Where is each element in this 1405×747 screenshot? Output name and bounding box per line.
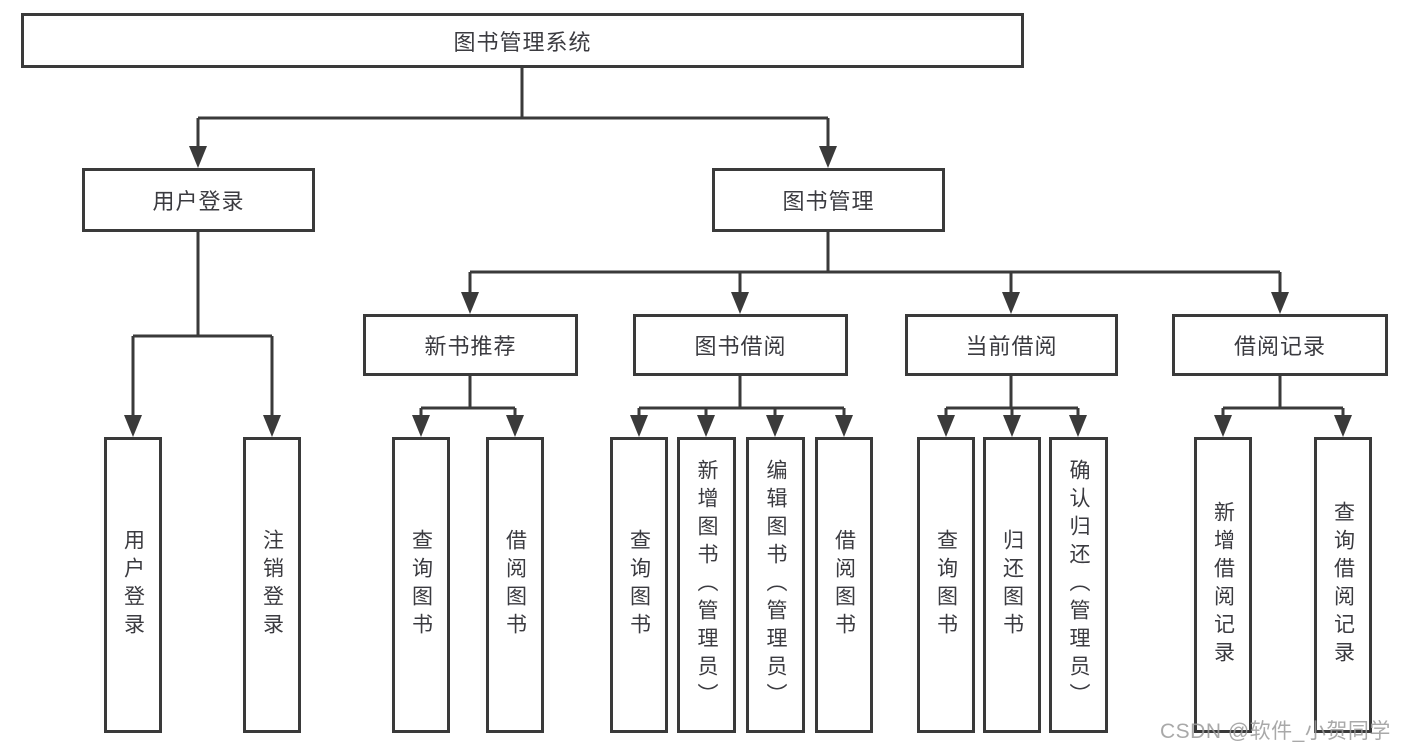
leaf-query-books-current-label: 查询图书 (934, 529, 958, 641)
node-new-book-recommend-label: 新书推荐 (424, 334, 517, 359)
node-borrowing-records: 借阅记录 (1172, 314, 1388, 376)
csdn-watermark: CSDN @软件_小贺同学 (1160, 720, 1391, 743)
node-user-login: 用户登录 (82, 168, 315, 232)
arrow-head (1271, 292, 1289, 314)
arrow-head (412, 415, 430, 437)
connector-newbook-to-leaves (419, 376, 517, 419)
leaf-query-books-borrow-label: 查询图书 (627, 529, 651, 641)
arrow-head (506, 415, 524, 437)
leaf-user-login-label: 用户登录 (121, 529, 145, 641)
arrow-head (630, 415, 648, 437)
arrow-head (124, 415, 142, 437)
leaf-add-borrow-record-label: 新增借阅记录 (1211, 501, 1235, 669)
connector-current-to-leaves (944, 376, 1080, 419)
node-book-borrowing-label: 图书借阅 (694, 334, 787, 359)
leaf-logout: 注销登录 (243, 437, 301, 733)
leaf-query-borrow-record: 查询借阅记录 (1314, 437, 1372, 733)
arrow-head (1002, 292, 1020, 314)
connector-records-to-leaves (1221, 376, 1345, 419)
node-current-borrowing: 当前借阅 (905, 314, 1118, 376)
arrow-head (461, 292, 479, 314)
leaf-return-books-label: 归还图书 (1000, 529, 1024, 641)
leaf-add-books-admin-label: 新增图书（管理员） (695, 459, 718, 711)
node-user-login-label: 用户登录 (152, 189, 245, 214)
arrow-head (263, 415, 281, 437)
arrow-head (697, 415, 715, 437)
connector-borrow-to-leaves (637, 376, 846, 419)
arrow-head (731, 292, 749, 314)
leaf-query-books-recommend: 查询图书 (392, 437, 450, 733)
arrow-head (1003, 415, 1021, 437)
connector-mgmt-to-level3 (468, 232, 1282, 296)
leaf-borrow-books-recommend-label: 借阅图书 (503, 529, 527, 641)
node-root: 图书管理系统 (21, 13, 1024, 68)
node-new-book-recommend: 新书推荐 (363, 314, 578, 376)
leaf-add-borrow-record: 新增借阅记录 (1194, 437, 1252, 733)
node-book-borrowing: 图书借阅 (633, 314, 848, 376)
node-current-borrowing-label: 当前借阅 (965, 334, 1058, 359)
arrow-head (819, 146, 837, 168)
arrow-head (1069, 415, 1087, 437)
leaf-borrow-books-recommend: 借阅图书 (486, 437, 544, 733)
connector-login-to-leaves (131, 232, 274, 419)
leaf-query-borrow-record-label: 查询借阅记录 (1331, 501, 1355, 669)
arrow-head (937, 415, 955, 437)
node-borrowing-records-label: 借阅记录 (1233, 334, 1326, 359)
leaf-confirm-return-admin: 确认归还（管理员） (1049, 437, 1108, 733)
leaf-return-books: 归还图书 (983, 437, 1041, 733)
leaf-borrow-books-label: 借阅图书 (832, 529, 856, 641)
connector-root-to-level2 (196, 68, 830, 150)
arrow-head (1214, 415, 1232, 437)
node-book-management-label: 图书管理 (782, 189, 875, 214)
arrow-heads (124, 146, 1352, 437)
leaf-borrow-books: 借阅图书 (815, 437, 873, 733)
leaf-query-books-recommend-label: 查询图书 (409, 529, 433, 641)
leaf-logout-label: 注销登录 (260, 529, 284, 641)
arrow-head (766, 415, 784, 437)
node-book-management: 图书管理 (712, 168, 945, 232)
leaf-user-login: 用户登录 (104, 437, 162, 733)
leaf-add-books-admin: 新增图书（管理员） (677, 437, 736, 733)
leaf-edit-books-admin: 编辑图书（管理员） (746, 437, 805, 733)
leaf-query-books-current: 查询图书 (917, 437, 975, 733)
leaf-query-books-borrow: 查询图书 (610, 437, 668, 733)
leaf-edit-books-admin-label: 编辑图书（管理员） (764, 459, 787, 711)
leaf-confirm-return-admin-label: 确认归还（管理员） (1067, 459, 1090, 711)
node-root-label: 图书管理系统 (453, 29, 592, 55)
arrow-head (189, 146, 207, 168)
arrow-head (1334, 415, 1352, 437)
arrow-head (835, 415, 853, 437)
